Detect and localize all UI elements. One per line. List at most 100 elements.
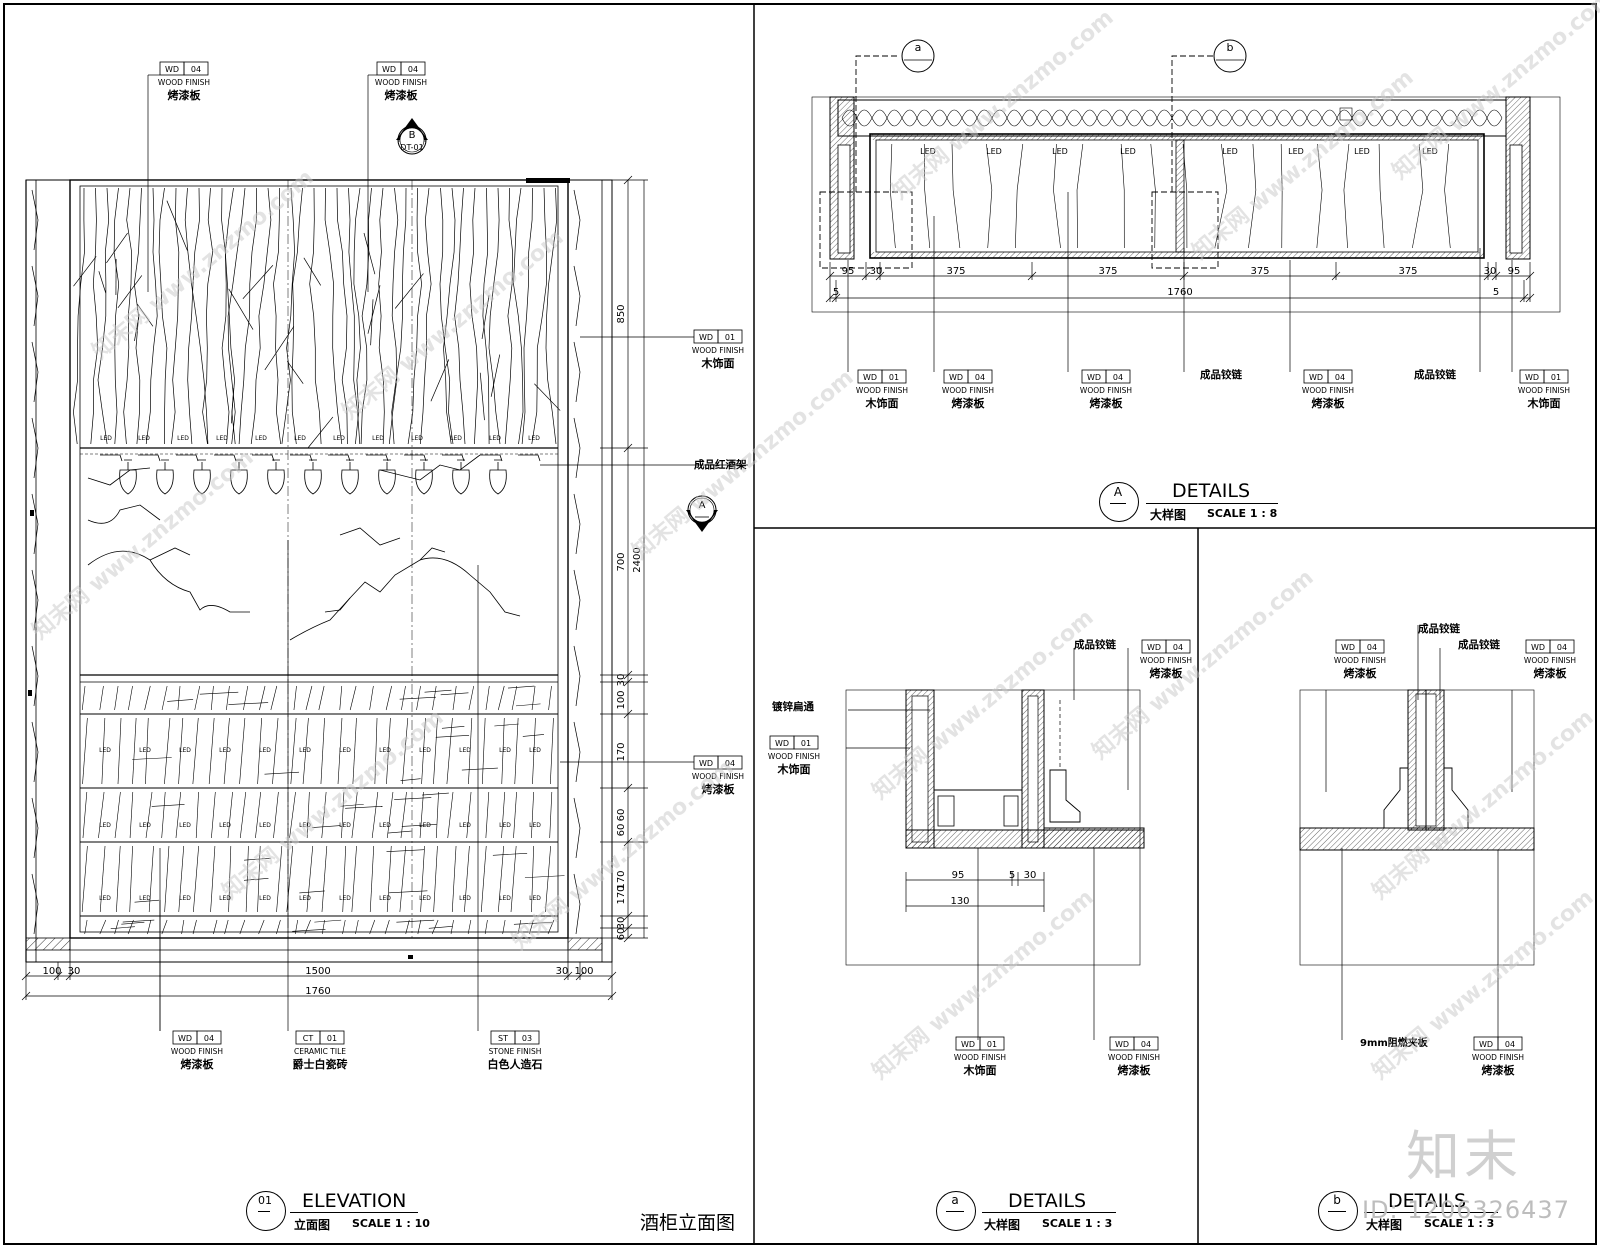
shelf-grain (352, 846, 357, 912)
rack-hook (518, 455, 540, 461)
wine-glass-icon (305, 460, 322, 494)
dimension: 5 (1009, 870, 1015, 881)
wine-glass-icon (490, 460, 507, 494)
plan-grain-line (986, 144, 991, 248)
plan-dimension: 30 (870, 266, 883, 277)
shelf-grain (448, 792, 453, 838)
detail-A-title: DETAILS (1172, 480, 1250, 502)
material-tag-finish: WOOD FINISH (1108, 1053, 1160, 1062)
shelf-grain (132, 757, 172, 759)
shelf-grain (176, 792, 181, 838)
shelf-grain (482, 718, 485, 784)
shelf-grain (498, 686, 504, 710)
vertical-dimension: 850 (616, 304, 627, 323)
led-label: LED (379, 895, 391, 902)
shelf-grain (388, 831, 412, 833)
side-vein (574, 494, 580, 554)
wine-glass-icon (268, 460, 285, 494)
led-label: LED (372, 435, 384, 442)
led-label: LED (139, 747, 151, 754)
wood-grain-crack (99, 271, 106, 293)
side-vein (32, 722, 38, 782)
shelf-grain (228, 792, 233, 838)
vertical-dimension: 60 (616, 928, 627, 941)
tube-note: 镀锌扁通 (772, 700, 814, 713)
material-tag-number: 04 (1141, 1040, 1151, 1049)
rack-hook (290, 455, 312, 461)
wine-glass-icon (342, 460, 359, 494)
detail-A-title-rule (1146, 503, 1278, 504)
detail-a-scale: SCALE 1 : 3 (1042, 1217, 1112, 1230)
material-tag-finish: WOOD FINISH (768, 752, 820, 761)
material-tag-code: CT (303, 1034, 314, 1043)
material-tag-finish: WOOD FINISH (856, 386, 908, 395)
dimension: 30 (1024, 870, 1037, 881)
wood-grain (379, 188, 385, 444)
led-label: LED (419, 747, 431, 754)
insulation-pattern (1232, 110, 1262, 126)
shelf-grain (211, 686, 213, 710)
material-tag-finish: WOOD FINISH (692, 346, 744, 355)
shelf-grain (434, 846, 438, 912)
shelf-grain (462, 768, 498, 770)
shelf-grain (195, 686, 200, 710)
shelf-grain (452, 846, 456, 912)
horizontal-dimension: 30 (68, 966, 81, 977)
shelf-grain (481, 846, 486, 912)
insulation-pattern (1292, 110, 1322, 126)
material-tag-name: 爵士白瓷砖 (293, 1057, 348, 1071)
material-tag-name: 烤漆板 (1312, 396, 1346, 410)
material-tag-number: 04 (1557, 643, 1567, 652)
shelf-grain (549, 686, 552, 710)
insulation-pattern (872, 110, 902, 126)
material-tag-code: WD (1531, 643, 1545, 652)
insulation-pattern (1202, 110, 1232, 126)
material-tag-name: 木饰面 (963, 1063, 997, 1077)
hinge-label: 成品铰链 (1418, 622, 1460, 635)
shelf-grain (436, 735, 469, 737)
material-tag-number: 01 (987, 1040, 997, 1049)
led-label: LED (100, 435, 112, 442)
side-vein (574, 722, 580, 782)
vertical-dimension: 100 (616, 690, 627, 709)
hinge-label: 成品铰链 (1200, 368, 1242, 381)
rack-hook (176, 455, 198, 461)
section-marker-letter: B (409, 130, 416, 141)
material-tag-name: 木饰面 (777, 762, 811, 776)
hinge-label: 成品铰链 (1074, 638, 1116, 651)
led-label: LED (259, 747, 271, 754)
detail-b-title-bar (1328, 1211, 1346, 1212)
shelf-grain (387, 846, 391, 912)
shelf-grain (255, 792, 260, 838)
plan-grain-line (1445, 144, 1451, 248)
wood-grain-crack (243, 265, 273, 299)
shelf-grain (516, 704, 541, 706)
material-tag-code: WD (1309, 373, 1323, 382)
watermark-text: 知末网 www.znzmo.com (217, 704, 448, 904)
led-label: LED (259, 895, 271, 902)
plan-dimension: 5 (1493, 287, 1499, 298)
shelf-grain (525, 876, 565, 878)
side-vein (32, 646, 38, 706)
led-label: LED (1120, 147, 1136, 156)
material-tag-name: 烤漆板 (168, 88, 202, 102)
shelf-grain (167, 699, 193, 701)
led-label: LED (986, 147, 1002, 156)
wood-grain (522, 188, 532, 444)
detail-a-title: DETAILS (1008, 1190, 1086, 1212)
shelf-grain (211, 792, 215, 838)
shelf-grain (394, 798, 431, 800)
callout-a-letter: a (915, 41, 922, 54)
shelf-grain (467, 792, 471, 838)
wood-grain (98, 188, 109, 444)
material-tag-name: 木饰面 (1527, 396, 1561, 410)
elevation-title: ELEVATION (302, 1190, 406, 1212)
shelf-grain (531, 792, 533, 838)
led-label: LED (1222, 147, 1238, 156)
wood-grain-crack (167, 201, 187, 251)
led-label: LED (529, 822, 541, 829)
material-tag-finish: WOOD FINISH (1080, 386, 1132, 395)
